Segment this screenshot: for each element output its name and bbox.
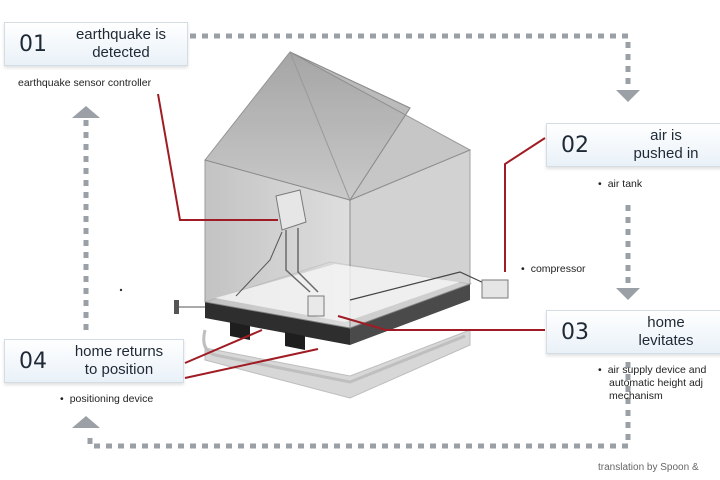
leader-line-air-tank xyxy=(504,137,546,272)
positioning-device xyxy=(174,300,179,314)
arrow-head-down-2 xyxy=(616,288,640,300)
flow-arrow-01-to-02 xyxy=(190,33,631,88)
bullet: • xyxy=(598,364,602,376)
arrow-heads xyxy=(72,90,640,428)
step-01-item: earthquake sensor controller xyxy=(18,77,152,89)
step-02-title-line-1: air is xyxy=(650,127,682,144)
step-04-title-line-2: to position xyxy=(84,361,154,378)
step-01-number: 01 xyxy=(19,31,47,57)
arrow-head-up-3 xyxy=(72,416,100,428)
flow-arrow-03-to-04 xyxy=(87,362,631,449)
step-04-box: 04 home returns to position xyxy=(4,339,184,383)
step-02-item: •air tank xyxy=(598,178,643,190)
step-03-box: 03 home levitates xyxy=(546,310,720,354)
step-01-box: 01 earthquake is detected xyxy=(4,22,188,66)
step-02-box: 02 air is pushed in xyxy=(546,123,720,167)
leader-lines xyxy=(157,93,546,379)
bullet: • xyxy=(521,263,525,275)
arrow-head-up-4 xyxy=(72,106,100,118)
step-03-title-line-1: home xyxy=(647,314,685,331)
translation-credit: translation by Spoon & xyxy=(598,462,699,473)
step-02-title-line-2: pushed in xyxy=(633,145,699,162)
bullet: • xyxy=(598,178,602,190)
base-rail xyxy=(202,329,466,384)
flow-arrows xyxy=(83,33,631,449)
step-04-number: 04 xyxy=(19,348,47,374)
step-03-number: 03 xyxy=(561,319,589,345)
step-01-title-line-2: detected xyxy=(92,44,150,61)
step-04-title: home returns to position xyxy=(63,343,183,379)
house-illustration xyxy=(174,51,509,399)
leader-line-position xyxy=(184,329,263,364)
bullet: • xyxy=(60,393,64,405)
step-04-item: •positioning device xyxy=(60,393,154,405)
step-01-title: earthquake is detected xyxy=(63,26,187,62)
leader-line-levitates xyxy=(337,315,545,331)
platform-front xyxy=(205,302,350,345)
step-04-title-line-1: home returns xyxy=(74,343,164,360)
step-02-number: 02 xyxy=(561,132,589,158)
leader-line-position-2 xyxy=(184,348,319,379)
compressor-unit xyxy=(481,279,509,299)
step-03-title-line-2: levitates xyxy=(638,332,694,349)
arrow-head-down-1 xyxy=(616,90,640,102)
platform-side xyxy=(350,284,470,345)
step-03-items: •air supply device and automatic height … xyxy=(598,364,707,402)
step-02-title: air is pushed in xyxy=(605,127,720,163)
air-tank xyxy=(307,295,325,317)
step-01-title-line-1: earthquake is xyxy=(75,26,167,43)
stray-dot xyxy=(119,288,123,292)
leader-line-controller xyxy=(157,93,278,221)
compressor-label: •compressor xyxy=(521,263,586,275)
controller-box xyxy=(275,189,307,231)
step-03-title: home levitates xyxy=(605,314,720,350)
